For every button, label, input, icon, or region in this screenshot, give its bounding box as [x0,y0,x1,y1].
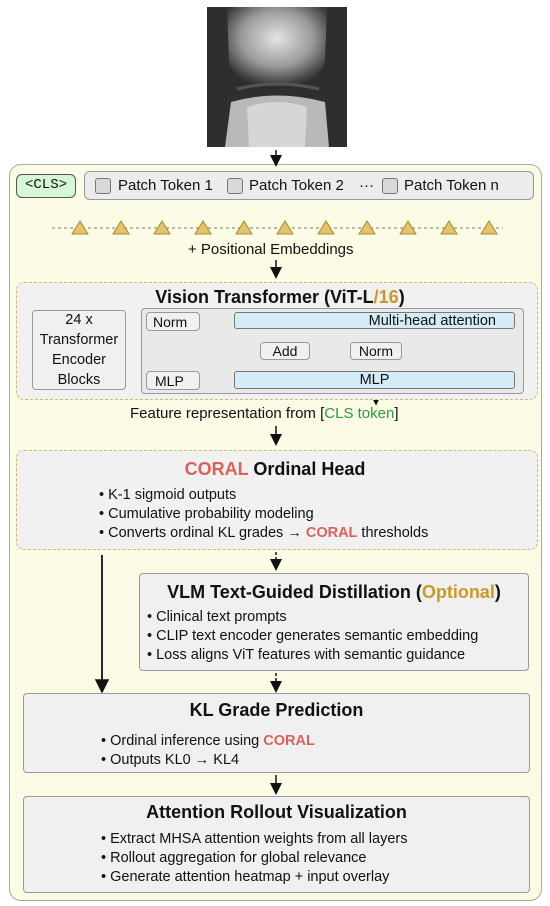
vlm-bullets: Clinical text prompts CLIP text encoder … [147,608,478,665]
patch-token-2-square [227,178,243,194]
vlm-title: VLM Text-Guided Distillation (Optional) [167,582,501,602]
coral-bullet-3: Converts ordinal KL grades → CORAL thres… [99,524,428,543]
vlm-bullet-1: Clinical text prompts [147,608,478,627]
patch-token-1-label: Patch Token 1 [118,177,213,194]
mlp-big-box: MLP [234,371,515,389]
coral-bullets: K-1 sigmoid outputs Cumulative probabili… [99,486,428,543]
feature-representation-label: Feature representation from [CLS token] [130,405,399,422]
vlm-bullet-2: CLIP text encoder generates semantic emb… [147,627,478,646]
kl-bullet-1: Ordinal inference using CORAL [101,732,315,751]
coral-title: CORAL Ordinal Head [184,459,366,479]
patch-token-n-label: Patch Token n [404,177,499,194]
rollout-bullet-3: Generate attention heatmap + input overl… [101,868,407,887]
add-box: Add [260,342,310,360]
kl-bullets: Ordinal inference using CORAL Outputs KL… [101,732,315,770]
norm-box-1: Norm [146,312,200,331]
patch-token-n-square [382,178,398,194]
vlm-bullet-3: Loss aligns ViT features with semantic g… [147,646,478,665]
cls-token: <CLS> [16,174,76,198]
kl-bullet-2: Outputs KL0 → KL4 [101,751,315,770]
rollout-bullet-2: Rollout aggregation for global relevance [101,849,407,868]
mlp-small-box: MLP [146,371,200,390]
rollout-bullet-1: Extract MHSA attention weights from all … [101,830,407,849]
knee-xray-image [207,7,347,147]
patch-token-2-label: Patch Token 2 [249,177,344,194]
rollout-bullets: Extract MHSA attention weights from all … [101,830,407,887]
vit-title: Vision Transformer (ViT-L/16) [155,287,405,307]
token-ellipsis: ··· [359,177,374,194]
kl-title: KL Grade Prediction [189,700,364,720]
encoder-blocks-box: 24 x Transformer Encoder Blocks [32,310,126,390]
patch-token-1-square [95,178,111,194]
patch-token-bar [84,171,534,200]
multi-head-attention-box: Multi-head attention [234,312,515,329]
rollout-title: Attention Rollout Visualization [146,802,407,822]
coral-bullet-1: K-1 sigmoid outputs [99,486,428,505]
norm-box-2: Norm [350,342,402,360]
coral-bullet-2: Cumulative probability modeling [99,505,428,524]
positional-embeddings-label: + Positional Embeddings [188,241,354,258]
